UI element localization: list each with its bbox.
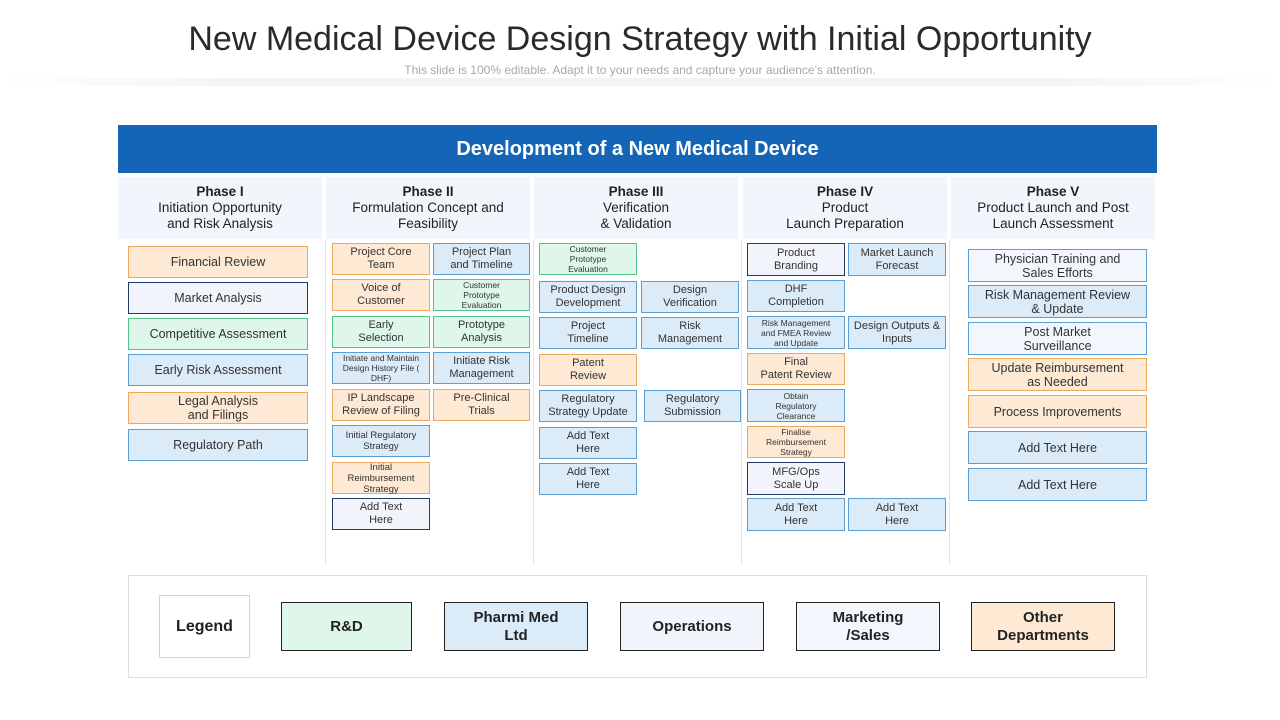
column-divider	[533, 240, 534, 565]
task-box: Design Outputs & Inputs	[848, 316, 946, 349]
phase-header-4: Phase IV Product Launch Preparation	[743, 177, 947, 239]
phase-name: Phase II	[402, 184, 454, 199]
task-box: Initiate and Maintain Design History Fil…	[332, 352, 430, 384]
task-box: Competitive Assessment	[128, 318, 308, 350]
task-box: Initiate Risk Management	[433, 352, 530, 384]
legend-item-other-departments: Other Departments	[971, 602, 1115, 651]
task-box: Financial Review	[128, 246, 308, 278]
task-box: MFG/Ops Scale Up	[747, 462, 845, 495]
phase-header-5: Phase V Product Launch and Post Launch A…	[951, 177, 1155, 239]
task-box: Update Reimbursement as Needed	[968, 358, 1147, 391]
phase-description: Formulation Concept and Feasibility	[352, 200, 504, 231]
task-box: IP Landscape Review of Filing	[332, 389, 430, 421]
task-box: Obtain Regulatory Clearance	[747, 389, 845, 422]
phase-name: Phase V	[1026, 184, 1080, 199]
task-box: Add Text Here	[539, 427, 637, 459]
phase-name: Phase I	[196, 184, 244, 199]
task-box: Add Text Here	[332, 498, 430, 530]
task-box: Early Risk Assessment	[128, 354, 308, 386]
column-divider	[949, 240, 950, 565]
phase-description: Product Launch Preparation	[786, 200, 904, 231]
page-title: New Medical Device Design Strategy with …	[188, 20, 1092, 58]
task-box: Process Improvements	[968, 395, 1147, 428]
legend-title: Legend	[159, 595, 250, 658]
phase-header-2: Phase II Formulation Concept and Feasibi…	[326, 177, 530, 239]
phase-description: Initiation Opportunity and Risk Analysis	[158, 200, 282, 231]
task-box: Initial Reimbursement Strategy	[332, 462, 430, 495]
task-box: Early Selection	[332, 316, 430, 348]
task-box: Pre-Clinical Trials	[433, 389, 530, 421]
task-box: Risk Management	[641, 317, 739, 349]
task-box: Initial Regulatory Strategy	[332, 425, 430, 457]
task-box: Prototype Analysis	[433, 316, 530, 348]
task-box: DHF Completion	[747, 280, 845, 312]
task-box: Project Plan and Timeline	[433, 243, 530, 275]
legend-item-marketing-sales: Marketing /Sales	[796, 602, 940, 651]
task-box: Risk Management and FMEA Review and Upda…	[747, 316, 845, 349]
task-box: Final Patent Review	[747, 353, 845, 385]
task-box: Physician Training and Sales Efforts	[968, 249, 1147, 282]
page-subtitle: This slide is 100% editable. Adapt it to…	[404, 63, 876, 77]
phase-header-1: Phase I Initiation Opportunity and Risk …	[118, 177, 322, 239]
phase-name: Phase III	[608, 184, 664, 199]
phase-description: Verification & Validation	[600, 200, 672, 231]
task-box: Customer Prototype Evaluation	[539, 243, 637, 275]
column-divider	[741, 240, 742, 565]
phase-header-3: Phase III Verification & Validation	[534, 177, 738, 239]
task-box: Regulatory Submission	[644, 390, 741, 422]
task-box: Add Text Here	[747, 498, 845, 531]
task-box: Product Branding	[747, 243, 845, 276]
phase-name: Phase IV	[816, 184, 874, 199]
phase-description: Product Launch and Post Launch Assessmen…	[977, 200, 1129, 231]
task-box: Market Launch Forecast	[848, 243, 946, 276]
task-box: Post Market Surveillance	[968, 322, 1147, 355]
column-divider	[325, 240, 326, 565]
task-box: Regulatory Strategy Update	[539, 390, 637, 422]
legend-item-rd: R&D	[281, 602, 412, 651]
legend-item-operations: Operations	[620, 602, 764, 651]
task-box: Market Analysis	[128, 282, 308, 314]
task-box: Design Verification	[641, 281, 739, 313]
task-box: Regulatory Path	[128, 429, 308, 461]
decorative-line	[0, 78, 1280, 86]
diagram-banner: Development of a New Medical Device	[118, 125, 1157, 173]
legend-item-pharmi-med: Pharmi Med Ltd	[444, 602, 588, 651]
task-box: Add Text Here	[968, 468, 1147, 501]
task-box: Patent Review	[539, 354, 637, 386]
task-box: Product Design Development	[539, 281, 637, 313]
task-box: Add Text Here	[848, 498, 946, 531]
task-box: Finalise Reimbursement Strategy	[747, 426, 845, 458]
task-box: Legal Analysis and Filings	[128, 392, 308, 424]
task-box: Project Core Team	[332, 243, 430, 275]
task-box: Customer Prototype Evaluation	[433, 279, 530, 311]
task-box: Add Text Here	[539, 463, 637, 495]
task-box: Risk Management Review & Update	[968, 285, 1147, 318]
task-box: Project Timeline	[539, 317, 637, 349]
task-box: Voice of Customer	[332, 279, 430, 311]
task-box: Add Text Here	[968, 431, 1147, 464]
